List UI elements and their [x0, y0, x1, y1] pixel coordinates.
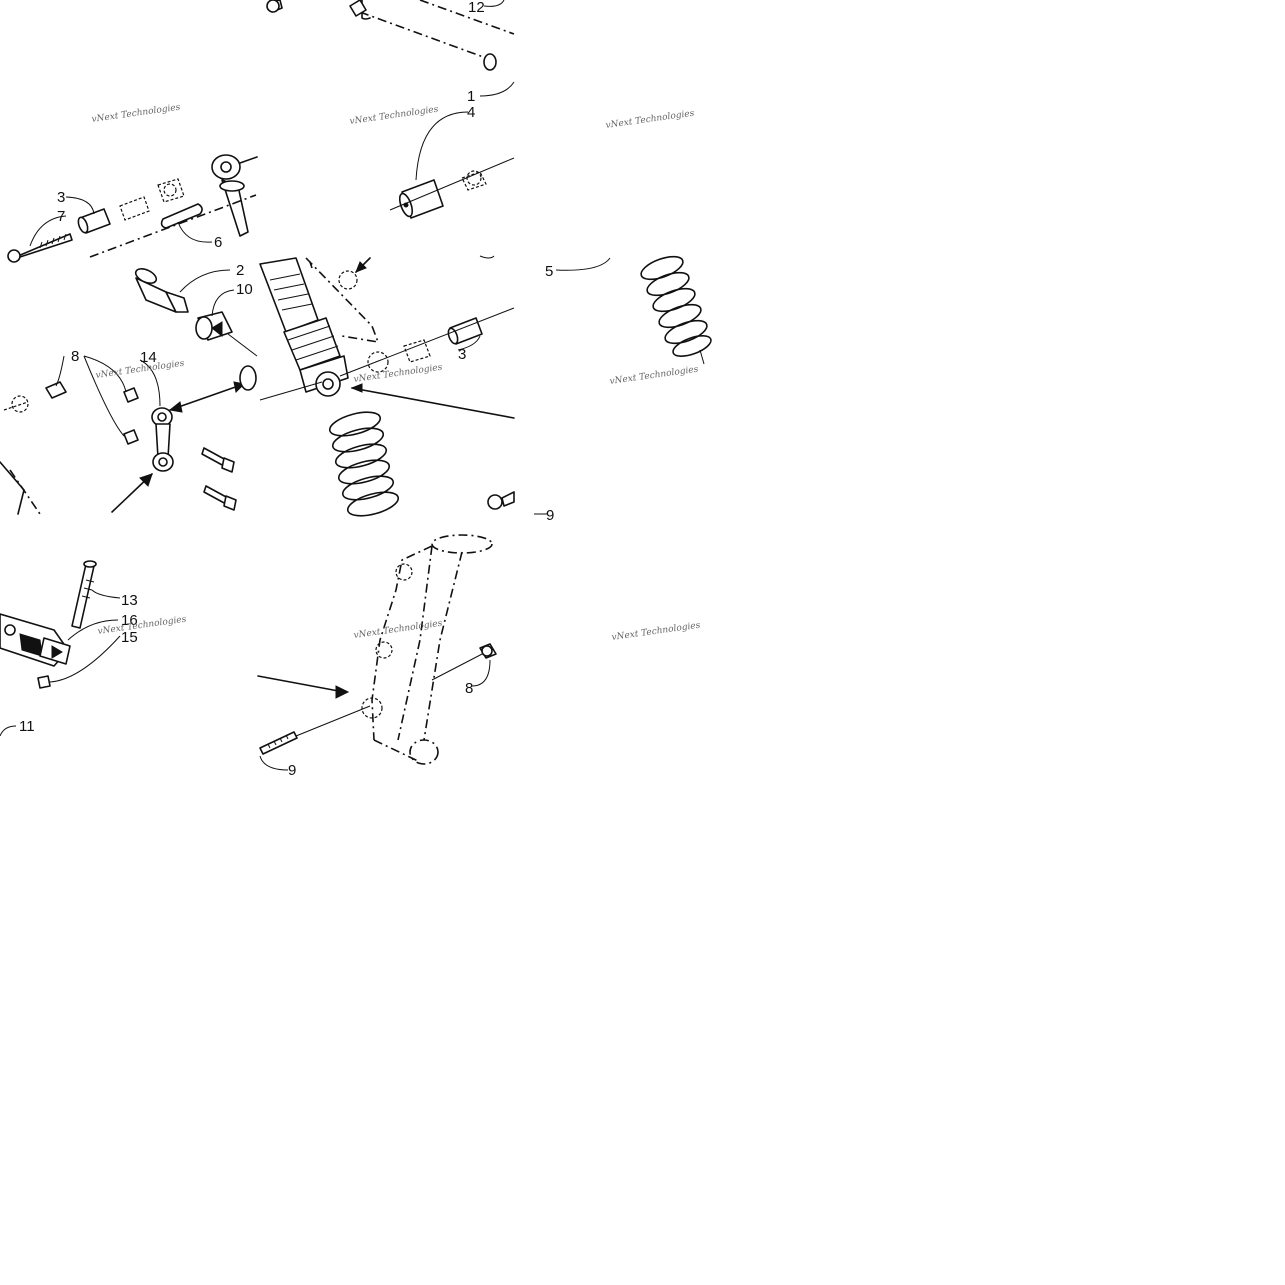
tile-middle-left-parts: [0, 268, 258, 515]
watermark-text: vNext Technologies: [91, 103, 181, 125]
watermark-text: vNext Technologies: [605, 109, 695, 131]
callout-label: 9: [288, 762, 296, 779]
pin-part: [160, 203, 203, 229]
tile-bottom-center-spindle: [257, 534, 497, 771]
callout-label: 14: [140, 349, 157, 366]
spacer-dashed-part: [119, 178, 185, 221]
shock-absorber-part: [259, 257, 349, 397]
callout-label: 11: [19, 718, 35, 735]
coil-spring-part: [328, 411, 400, 517]
watermark-text: vNext Technologies: [609, 365, 699, 387]
callout-label: 3: [57, 189, 65, 206]
pivot-pin-part: [134, 268, 189, 313]
callout-label: 10: [236, 281, 253, 298]
watermarks: vNext Technologies vNext Technologies vN…: [91, 103, 701, 643]
callout-label: 3: [458, 346, 466, 363]
bushing-part: [398, 179, 444, 219]
callout-labels: 12 1 4 3 7 6 2 10 14 8 3 5 13 16 15 11 8…: [19, 0, 554, 779]
watermark-text: vNext Technologies: [97, 615, 187, 637]
callout-label: 4: [467, 104, 475, 121]
bolt-part: [71, 560, 97, 629]
bushing-part: [195, 311, 233, 341]
arm-block-part: [0, 613, 71, 667]
coil-spring-part: [640, 255, 712, 357]
callout-label: 5: [545, 263, 553, 280]
callout-label: 8: [71, 348, 79, 365]
callout-label: 13: [121, 592, 138, 609]
watermark-text: vNext Technologies: [349, 105, 439, 127]
tile-bottom-left-parts: [0, 560, 121, 737]
callout-label: 9: [546, 507, 554, 524]
callout-label: 1: [467, 88, 475, 105]
watermark-text: vNext Technologies: [611, 621, 701, 643]
tile-top-center-parts: [266, 0, 515, 219]
callout-label: 12: [468, 0, 485, 16]
bushing-part: [77, 208, 111, 234]
watermark-text: vNext Technologies: [353, 619, 443, 641]
callout-label: 15: [121, 629, 138, 646]
tile-center-shock: [259, 255, 515, 517]
tile-middle-right-spring: [534, 255, 712, 515]
eye-bracket-part: [211, 154, 249, 237]
callout-label: 2: [236, 262, 244, 279]
tile-top-left-parts: [7, 154, 258, 263]
link-arm-part: [151, 407, 174, 472]
callout-label: 8: [465, 680, 473, 697]
callout-label: 16: [121, 612, 138, 629]
callout-label: 7: [57, 208, 65, 225]
spindle-housing-part: [361, 534, 493, 765]
bolt-part: [7, 233, 73, 263]
callout-label: 6: [214, 234, 222, 251]
